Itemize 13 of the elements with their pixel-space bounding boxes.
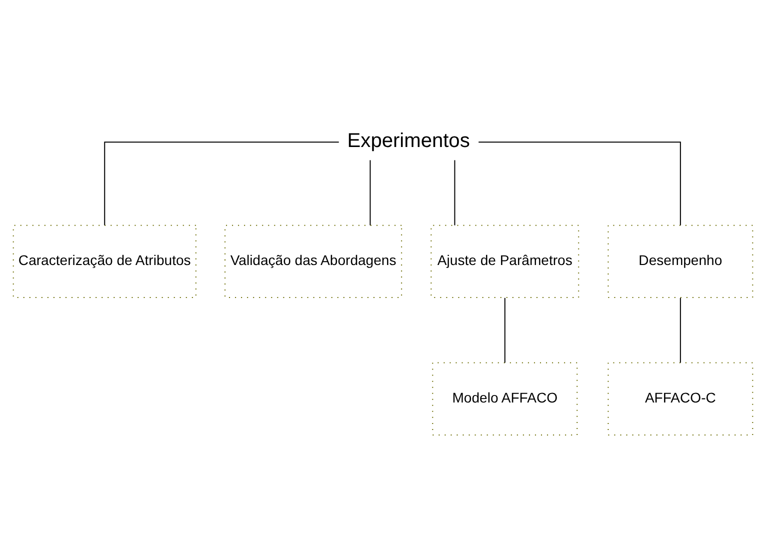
connector [679,298,680,363]
node-box: AFFACO-C [607,362,753,436]
connector [478,142,680,226]
node-box: Validação das Abordagens [224,224,402,298]
connector [454,160,455,226]
node-box: Caracterização de Atributos [12,224,196,298]
node-box: Modelo AFFACO [432,362,578,436]
node-box: Ajuste de Parâmetros [430,224,579,298]
connector [504,298,505,363]
node-box: Desempenho [607,224,753,298]
node-text: Experimentos [346,130,470,152]
connector [369,160,370,226]
connector [104,142,338,226]
